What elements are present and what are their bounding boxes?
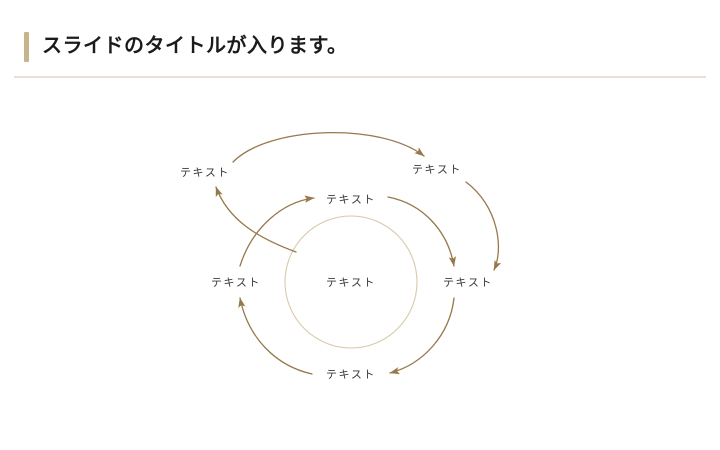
title-accent-bar (24, 32, 29, 62)
inner-arc-top-to-right (387, 196, 456, 267)
header-divider (14, 76, 706, 78)
outer-label-top-left[interactable]: テキスト (179, 167, 231, 179)
inner-label-top[interactable]: テキスト (325, 194, 377, 206)
outer-arc-topleft-to-topright (232, 131, 425, 163)
inner-label-left[interactable]: テキスト (210, 277, 262, 289)
slide-header: スライドのタイトルが入ります。 (0, 0, 720, 80)
outer-arc-topright-to-right (465, 181, 502, 271)
inner-label-bottom[interactable]: テキスト (325, 369, 377, 381)
center-circle-outline (284, 215, 418, 349)
cycle-diagram: テキスト テキスト テキスト テキスト テキスト テキスト テキスト (0, 86, 720, 450)
page-title: スライドのタイトルが入ります。 (42, 35, 348, 57)
inner-arc-bottom-to-left (238, 297, 313, 375)
center-label[interactable]: テキスト (325, 277, 377, 289)
inner-arc-right-to-bottom (389, 297, 455, 375)
outer-arc-left-to-topleft (215, 186, 297, 253)
inner-arc-left-to-top (239, 195, 315, 267)
cycle-diagram-graphics (215, 131, 502, 375)
outer-label-top-right[interactable]: テキスト (411, 164, 463, 176)
inner-label-right[interactable]: テキスト (442, 277, 494, 289)
